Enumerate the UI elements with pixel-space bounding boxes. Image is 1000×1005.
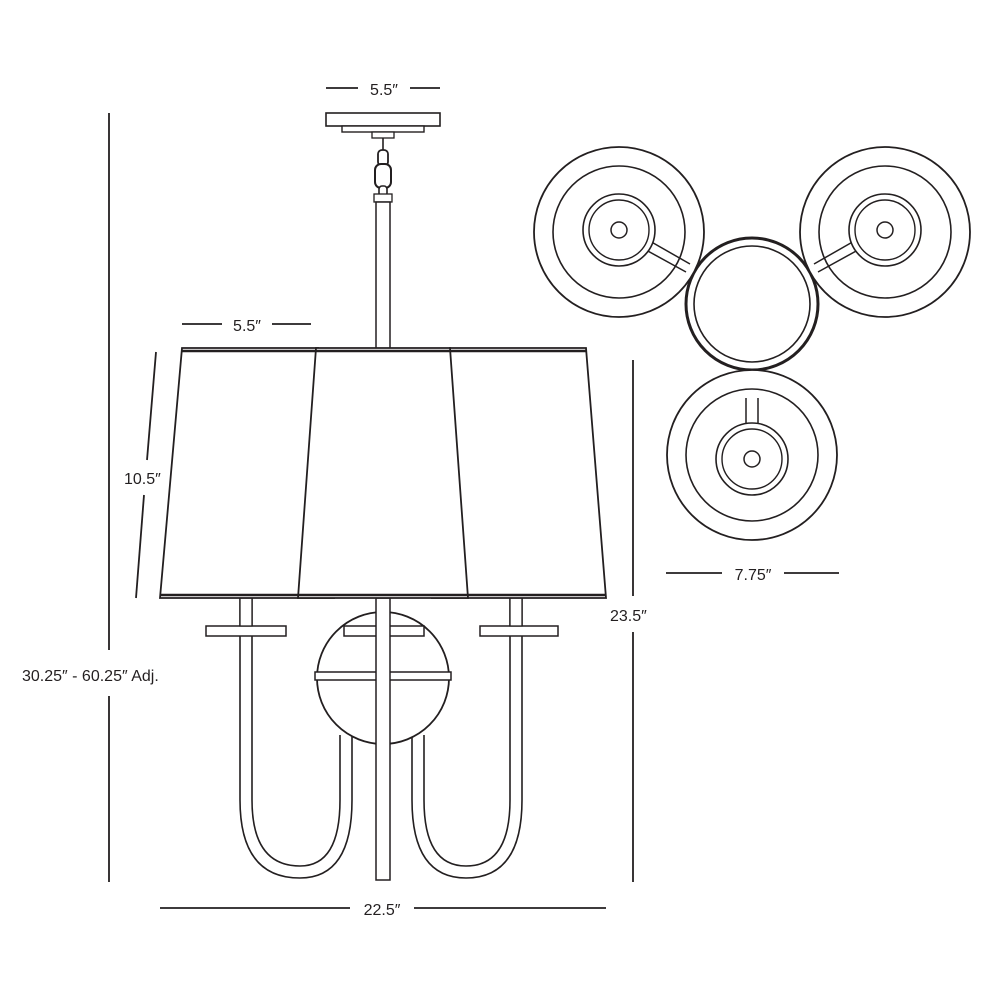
shade-diameter-label: 7.75″	[735, 567, 772, 584]
overall-height-label: 30.25″ - 60.25″ Adj.	[22, 668, 159, 685]
lamp-shades	[159, 347, 607, 599]
shade-height-label: 10.5″	[124, 471, 161, 488]
overall-width-label: 22.5″	[364, 902, 401, 919]
ceiling-canopy	[325, 112, 441, 139]
down-rod	[373, 193, 393, 351]
chain	[374, 138, 392, 197]
fixture-height-label: 23.5″	[610, 608, 647, 625]
plan-shade-right	[799, 146, 971, 318]
center-rod	[375, 597, 391, 881]
plan-shade-bottom	[666, 369, 838, 541]
shade-top-width-label: 5.5″	[233, 318, 261, 335]
canopy-width-label: 5.5″	[370, 82, 398, 99]
plan-center-body	[684, 236, 820, 372]
dimension-lines	[108, 87, 839, 909]
plan-view	[533, 146, 971, 541]
candle-arms	[239, 598, 523, 879]
front-elevation	[159, 112, 607, 881]
plan-shade-left	[533, 146, 705, 318]
center-shade	[297, 347, 469, 599]
dimension-labels: 5.5″ 5.5″ 10.5″ 30.25″ - 60.25″ Adj. 23.…	[22, 82, 772, 919]
